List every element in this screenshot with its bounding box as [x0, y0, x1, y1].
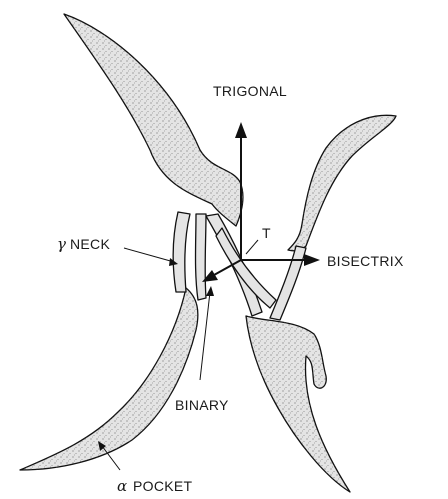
gamma-symbol: γ — [57, 235, 66, 253]
binary-label: BINARY — [175, 397, 229, 413]
bisectrix-arrowhead — [304, 254, 320, 266]
pocket-lower-right — [246, 316, 350, 492]
pocket-lower-left — [20, 288, 198, 470]
t-point-label: T — [262, 225, 271, 241]
alpha-symbol: α — [117, 477, 127, 495]
pocket-upper-left — [64, 14, 243, 226]
pocket-upper-right — [288, 115, 396, 250]
trigonal-label: TRIGONAL — [213, 83, 287, 99]
pocket-label: POCKET — [133, 478, 193, 494]
bisectrix-label: BISECTRIX — [327, 253, 404, 269]
binary-leader — [200, 292, 210, 380]
neck-leader — [124, 248, 174, 262]
trigonal-arrowhead — [235, 122, 247, 138]
neck-label: NECK — [70, 236, 110, 252]
t-leader — [246, 240, 258, 254]
